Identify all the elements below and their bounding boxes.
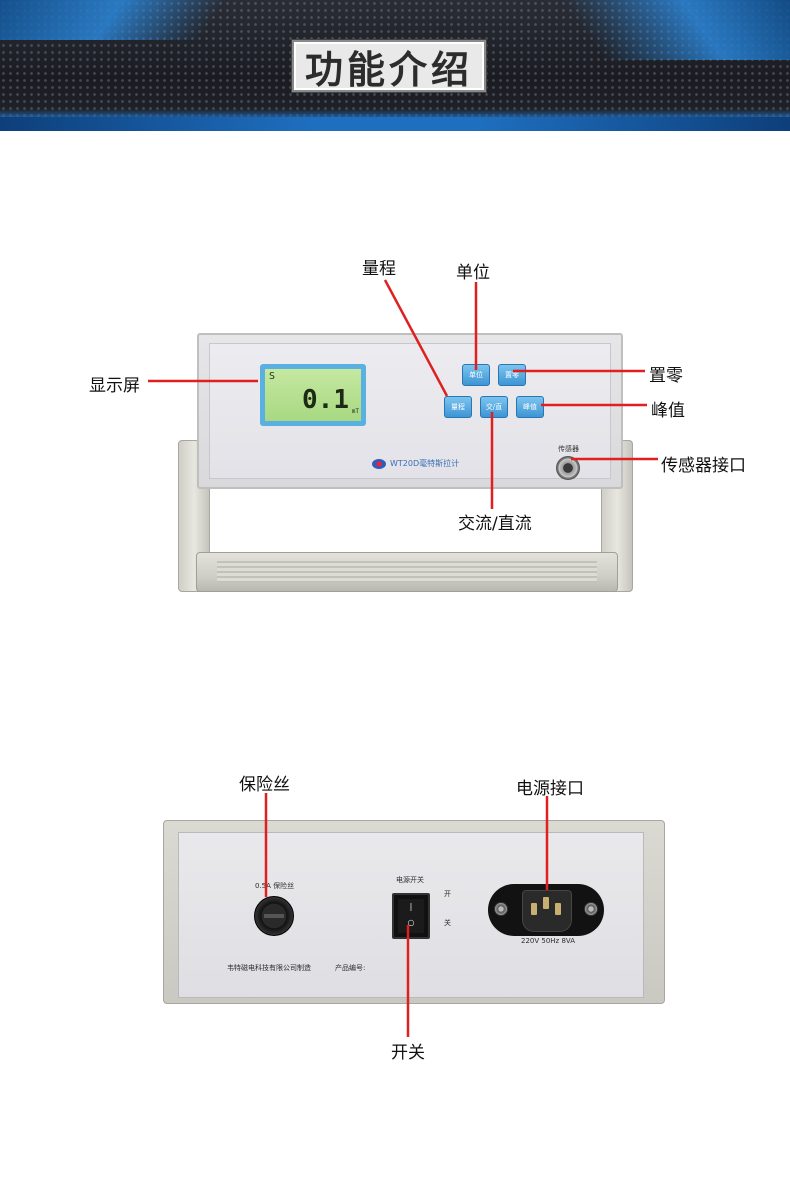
callout-fuse: 保险丝	[239, 775, 290, 795]
fuse-holder[interactable]	[254, 896, 294, 936]
switch-label: 电源开关	[396, 876, 424, 884]
unit-key[interactable]: 单位	[462, 364, 490, 386]
header-banner: 功能介绍	[0, 0, 790, 131]
front-panel-face: S 0.1 mT 单位 置零 量程 交/直 峰值 WT20D毫特斯拉计 传感器	[209, 343, 611, 480]
power-rating: 220V 50Hz 8VA	[521, 937, 576, 945]
callout-power: 电源接口	[516, 779, 584, 799]
callout-acdc: 交流/直流	[458, 514, 532, 534]
model-label: WT20D毫特斯拉计	[372, 458, 459, 469]
lcd-unit: mT	[351, 408, 359, 415]
callout-unit: 单位	[456, 263, 490, 283]
model-text: WT20D毫特斯拉计	[390, 459, 460, 468]
handle-bar	[196, 552, 618, 592]
callout-zero: 置零	[649, 366, 683, 386]
callout-display: 显示屏	[89, 376, 140, 396]
callout-switch: 开关	[391, 1043, 425, 1063]
range-key[interactable]: 量程	[444, 396, 472, 418]
page-title: 功能介绍	[292, 40, 486, 92]
serial-number-label: 产品编号:	[335, 964, 366, 972]
sensor-port-label: 传感器	[558, 445, 579, 453]
sensor-port-connector[interactable]	[556, 456, 580, 480]
switch-on-label: 开	[444, 890, 451, 898]
socket-opening	[522, 890, 572, 932]
fuse-label: 0.5A 保险丝	[255, 882, 295, 890]
power-socket[interactable]	[488, 884, 604, 936]
acdc-key[interactable]: 交/直	[480, 396, 508, 418]
screw-icon	[584, 902, 598, 916]
brand-logo-icon	[372, 458, 386, 469]
manufacturer-label: 韦特磁电科技有限公司制造	[227, 964, 311, 972]
power-switch[interactable]: |○	[392, 893, 430, 939]
banner-bottom-bar	[0, 109, 790, 131]
screw-icon	[494, 902, 508, 916]
zero-key[interactable]: 置零	[498, 364, 526, 386]
rocker-icon: |○	[398, 899, 424, 933]
callout-peak: 峰值	[651, 401, 685, 421]
peak-key[interactable]: 峰值	[516, 396, 544, 418]
callout-range: 量程	[362, 259, 396, 279]
switch-off-label: 关	[444, 919, 451, 927]
lcd-mode-letter: S	[269, 371, 276, 382]
callout-sensor: 传感器接口	[661, 456, 746, 476]
device-front-panel: S 0.1 mT 单位 置零 量程 交/直 峰值 WT20D毫特斯拉计 传感器	[197, 333, 623, 489]
lcd-reading: 0.1	[302, 385, 349, 415]
lcd-display: S 0.1 mT	[260, 364, 366, 426]
lcd-screen: S 0.1 mT	[265, 369, 361, 421]
